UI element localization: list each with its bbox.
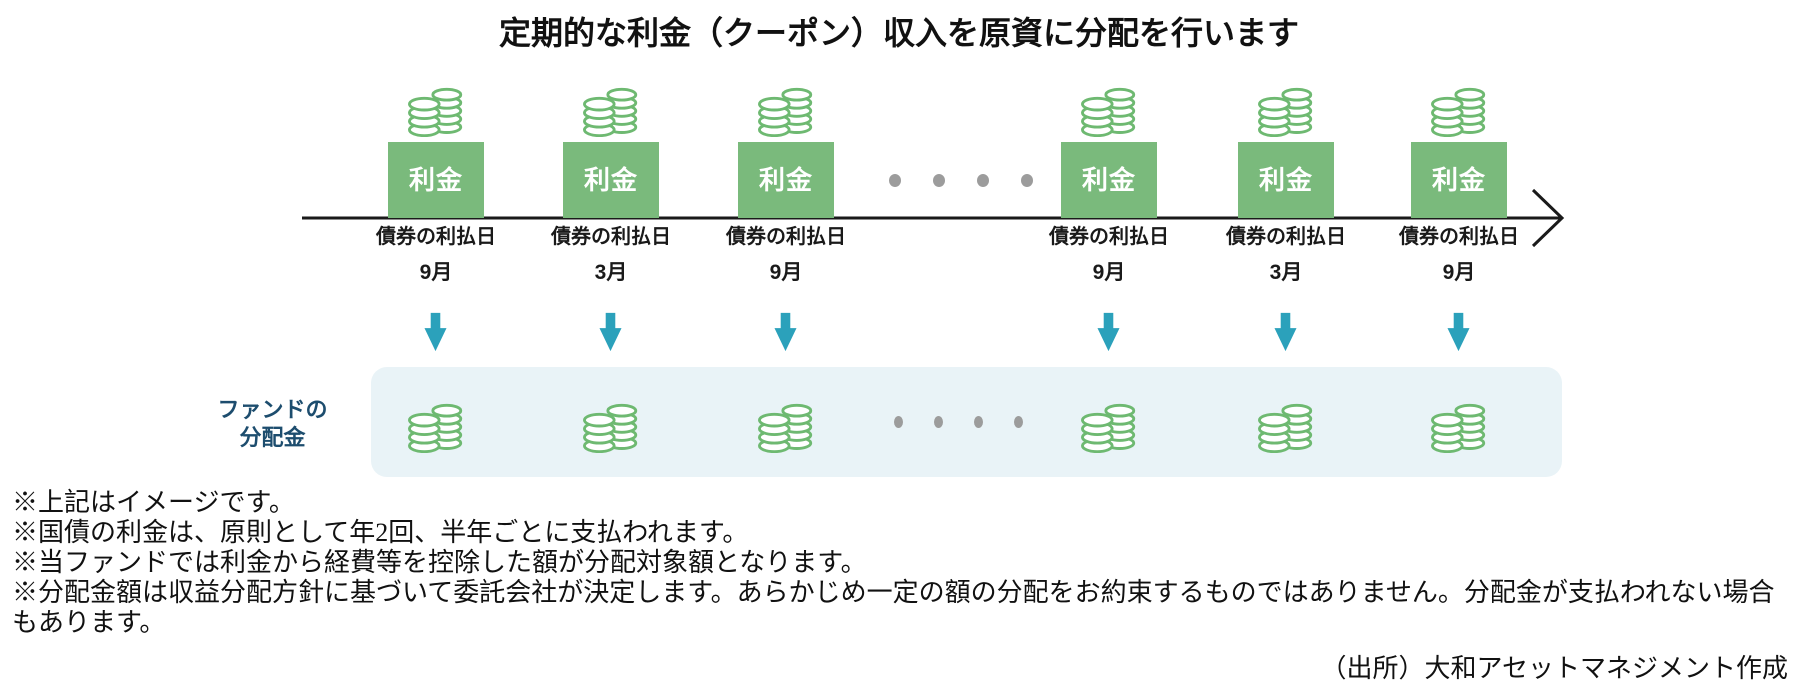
payment-date-label: 債券の利払日	[1399, 226, 1519, 248]
coin-stack-icon	[758, 87, 813, 137]
down-arrow-icon	[1274, 312, 1297, 352]
fund-ellipsis-dots	[894, 416, 1023, 428]
payment-date-label: 債券の利払日	[1226, 226, 1346, 248]
down-arrow-icon	[1447, 312, 1470, 352]
timeline-column: 利金 債券の利払日 3月	[526, 66, 696, 466]
dot	[894, 416, 903, 428]
payment-month: 3月	[594, 261, 628, 284]
payment-month: 9月	[1442, 261, 1476, 284]
payment-date-label: 債券の利払日	[376, 226, 496, 248]
coin-stack-icon	[408, 403, 463, 453]
footnote: ※当ファンドでは利金から経費等を控除した額が分配対象額となります。	[12, 548, 867, 577]
coupon-box: 利金	[738, 142, 834, 218]
payment-month: 9月	[419, 261, 453, 284]
timeline-column: 利金 債券の利払日 9月	[1024, 66, 1194, 466]
timeline-column: 利金 債券の利払日 9月	[351, 66, 521, 466]
coupon-box: 利金	[563, 142, 659, 218]
coin-stack-icon	[1431, 87, 1486, 137]
timeline-column: 利金 債券の利払日 9月	[701, 66, 871, 466]
coin-stack-icon	[583, 87, 638, 137]
footnote: ※国債の利金は、原則として年2回、半年ごとに支払われます。	[12, 518, 749, 547]
coupon-box: 利金	[388, 142, 484, 218]
dot	[889, 174, 901, 187]
footnote: ※分配金額は収益分配方針に基づいて委託会社が決定します。あらかじめ一定の額の分配…	[12, 578, 1775, 637]
dot	[1014, 416, 1023, 428]
payment-date-label: 債券の利払日	[726, 226, 846, 248]
payment-date-label: 債券の利払日	[551, 226, 671, 248]
timeline-column: 利金 債券の利払日 9月	[1374, 66, 1544, 466]
payment-month: 9月	[769, 261, 803, 284]
down-arrow-icon	[774, 312, 797, 352]
coin-stack-icon	[1258, 403, 1313, 453]
footnotes: ※上記はイメージです。 ※国債の利金は、原則として年2回、半年ごとに支払われます…	[12, 488, 1792, 638]
coin-stack-icon	[583, 403, 638, 453]
down-arrow-icon	[599, 312, 622, 352]
timeline-arrow	[302, 188, 1565, 248]
footnote: ※上記はイメージです。	[12, 488, 295, 517]
down-arrow-icon	[1097, 312, 1120, 352]
payment-month: 3月	[1269, 261, 1303, 284]
coupon-box: 利金	[1411, 142, 1507, 218]
coupon-box: 利金	[1238, 142, 1334, 218]
dot	[933, 174, 945, 187]
payment-month: 9月	[1092, 261, 1126, 284]
payment-date-label: 債券の利払日	[1049, 226, 1169, 248]
fund-label-line2: 分配金	[239, 425, 306, 450]
source-attribution: （出所）大和アセットマネジメント作成	[1320, 654, 1788, 683]
coin-stack-icon	[408, 87, 463, 137]
coin-stack-icon	[1431, 403, 1486, 453]
dot	[977, 174, 989, 187]
fund-distribution-band	[371, 367, 1562, 477]
coin-stack-icon	[1081, 87, 1136, 137]
page-title: 定期的な利金（クーポン）収入を原資に分配を行います	[498, 15, 1299, 51]
dot	[934, 416, 943, 428]
coin-stack-icon	[758, 403, 813, 453]
down-arrow-icon	[424, 312, 447, 352]
fund-distribution-label: ファンドの 分配金	[190, 396, 355, 452]
dot	[974, 416, 983, 428]
timeline-column: 利金 債券の利払日 3月	[1201, 66, 1371, 466]
timeline-ellipsis-dots	[889, 174, 1033, 187]
coupon-box: 利金	[1061, 142, 1157, 218]
fund-label-line1: ファンドの	[217, 397, 328, 422]
dot	[1021, 174, 1033, 187]
coin-stack-icon	[1081, 403, 1136, 453]
coin-stack-icon	[1258, 87, 1313, 137]
